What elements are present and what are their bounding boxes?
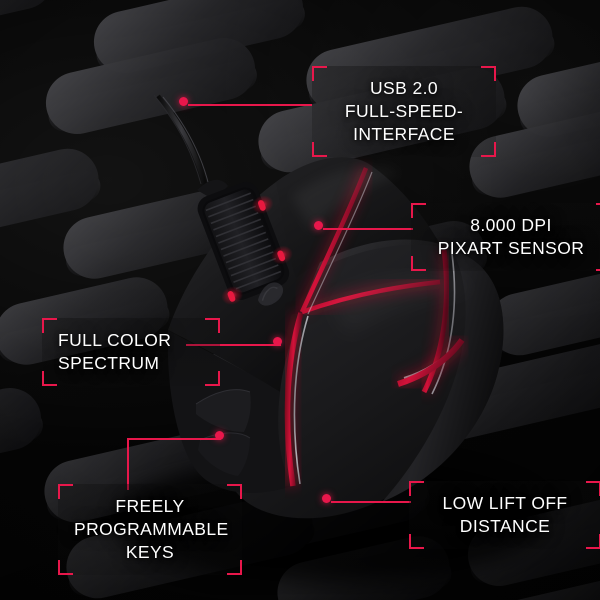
- callout-corner-bracket-bl: [411, 256, 426, 272]
- callout-label-text: LOW LIFT OFF DISTANCE: [409, 481, 600, 550]
- callout-leader-line: [186, 344, 281, 346]
- callout-corner-bracket-bl: [312, 142, 327, 158]
- callout-usb-interface: USB 2.0 FULL-SPEED- INTERFACE: [312, 66, 496, 158]
- callout-leader-line: [331, 501, 411, 503]
- callout-corner-bracket-bl: [409, 534, 424, 550]
- callout-corner-bracket-tr: [481, 66, 496, 81]
- callout-corner-bracket-tl: [58, 484, 73, 499]
- callout-label-text: FULL COLOR SPECTRUM: [42, 318, 220, 387]
- callout-corner-bracket-tl: [312, 66, 327, 81]
- callout-pointer-dot: [273, 337, 282, 346]
- callout-pointer-dot: [179, 97, 188, 106]
- callout-corner-bracket-tr: [205, 318, 220, 333]
- callout-leader-line: [127, 438, 221, 440]
- callout-corner-bracket-br: [596, 256, 600, 272]
- callout-leader-line: [323, 228, 413, 230]
- callout-corner-bracket-br: [481, 142, 496, 158]
- callout-corner-bracket-tl: [409, 481, 424, 496]
- callout-corner-bracket-bl: [58, 560, 73, 576]
- callout-pointer-dot: [314, 221, 323, 230]
- callout-corner-bracket-tr: [586, 481, 600, 496]
- callout-label-text: 8.000 DPI PIXART SENSOR: [411, 203, 600, 272]
- callout-leader-line-vertical: [127, 438, 129, 490]
- callout-corner-bracket-bl: [42, 371, 57, 387]
- callout-corner-bracket-br: [227, 560, 242, 576]
- callout-label-text: FREELY PROGRAMMABLE KEYS: [58, 484, 242, 576]
- callout-leader-line: [188, 104, 312, 106]
- callout-pointer-dot: [215, 431, 224, 440]
- callout-corner-bracket-br: [586, 534, 600, 550]
- callout-corner-bracket-tl: [42, 318, 57, 333]
- callout-full-color-spectrum: FULL COLOR SPECTRUM: [42, 318, 220, 387]
- callout-corner-bracket-tr: [596, 203, 600, 218]
- callout-corner-bracket-br: [205, 371, 220, 387]
- callout-dpi-sensor: 8.000 DPI PIXART SENSOR: [411, 203, 600, 272]
- callout-corner-bracket-tl: [411, 203, 426, 218]
- callout-corner-bracket-tr: [227, 484, 242, 499]
- callout-label-text: USB 2.0 FULL-SPEED- INTERFACE: [312, 66, 496, 158]
- callout-programmable-keys: FREELY PROGRAMMABLE KEYS: [58, 484, 242, 576]
- callout-pointer-dot: [322, 494, 331, 503]
- callout-low-lift-off-distance: LOW LIFT OFF DISTANCE: [409, 481, 600, 550]
